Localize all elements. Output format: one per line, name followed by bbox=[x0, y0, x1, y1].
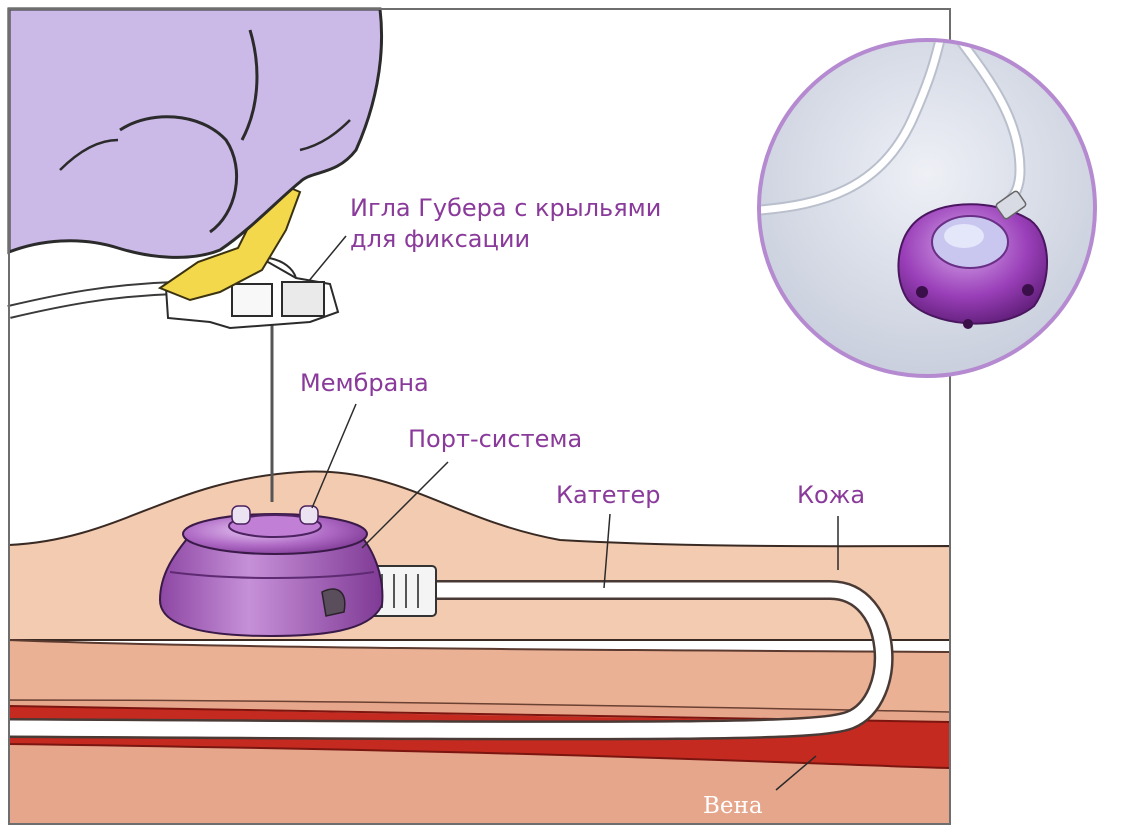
membrane-label: Мембрана bbox=[300, 369, 429, 397]
leader-membrane bbox=[311, 403, 357, 509]
implanted-port bbox=[158, 505, 384, 638]
leader-vein bbox=[775, 755, 817, 791]
needle-label-line1: Игла Губера с крыльями bbox=[350, 194, 662, 222]
gloved-hand bbox=[7, 7, 384, 259]
needle-label-line2: для фиксации bbox=[350, 225, 531, 253]
illustration-frame bbox=[8, 8, 951, 825]
port-label: Порт-система bbox=[408, 425, 583, 453]
leader-catheter bbox=[603, 513, 611, 589]
catheter-label: Катетер bbox=[556, 481, 661, 509]
port-photo-inset bbox=[757, 38, 1097, 378]
catheter-tube-inner bbox=[9, 582, 892, 738]
infusion-line-inner bbox=[7, 283, 176, 317]
leader-port bbox=[361, 461, 449, 549]
vein-label: Вена bbox=[703, 793, 763, 819]
skin-label: Кожа bbox=[797, 481, 866, 509]
leader-lines bbox=[307, 235, 839, 791]
leader-needle bbox=[307, 235, 347, 283]
tissue-layers bbox=[9, 470, 950, 824]
